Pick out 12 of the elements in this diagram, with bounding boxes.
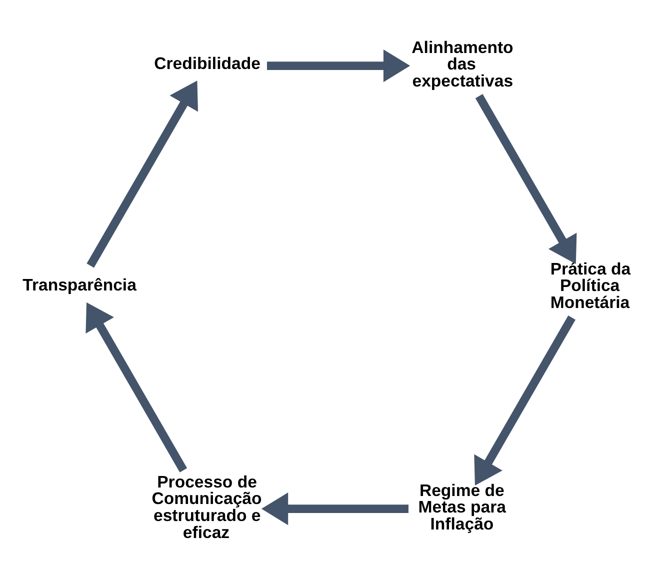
node-text: Credibilidade — [154, 54, 260, 74]
arrow — [86, 80, 198, 268]
node-text: Regime de Metas para Inflação — [418, 480, 506, 534]
arrow — [261, 492, 408, 526]
node-text: Processo de Comunicação estruturado e eficaz — [152, 472, 262, 542]
arrow — [475, 94, 577, 264]
node-text: Prática da Política Monetária — [550, 259, 631, 312]
arrow — [266, 49, 410, 82]
arrow — [474, 316, 576, 486]
node-text: Transparência — [22, 276, 136, 295]
arrow — [86, 302, 188, 472]
node-text: Alinhamento das expectativas — [412, 38, 514, 90]
